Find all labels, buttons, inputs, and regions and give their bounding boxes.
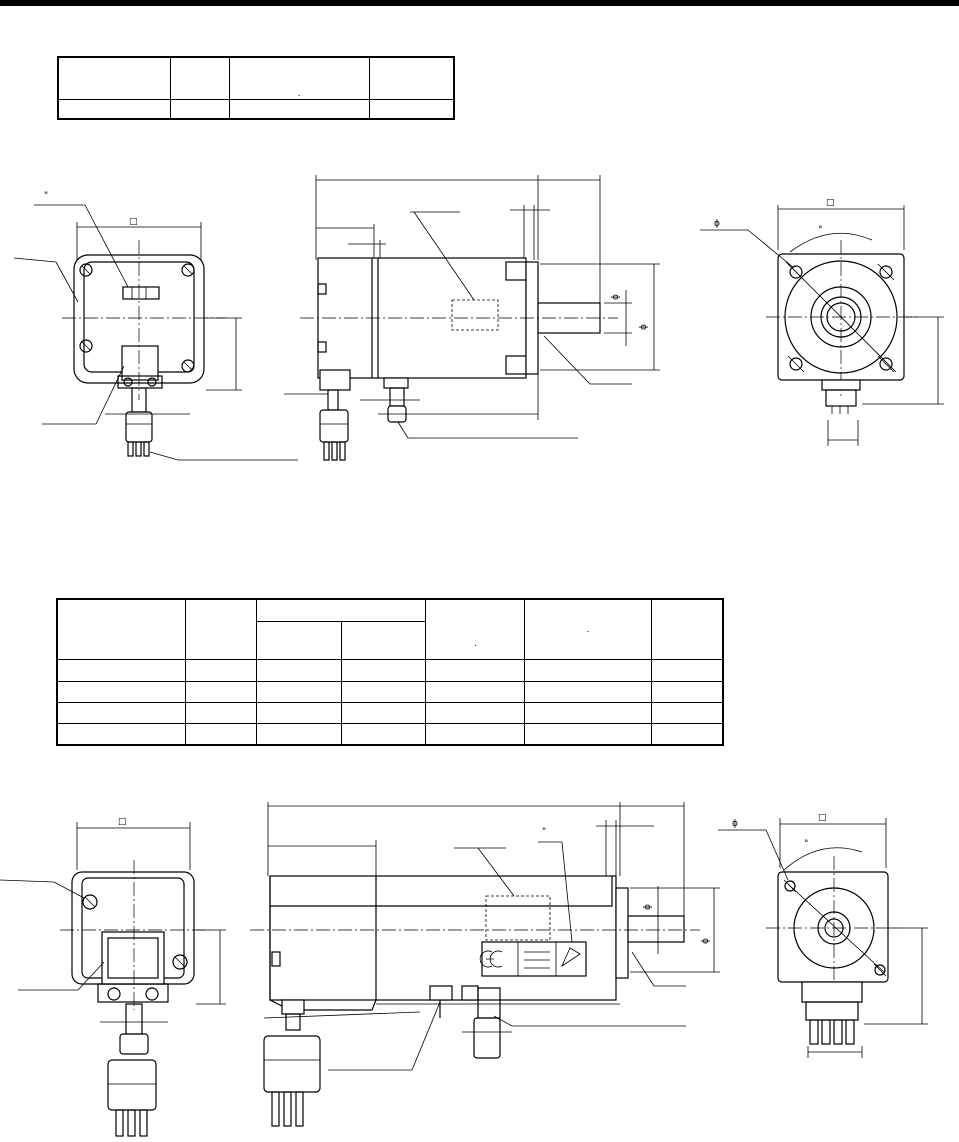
degree-symbol: ° <box>818 225 823 235</box>
phi-symbol: ϕ <box>732 819 738 829</box>
phi-symbol: ϕ <box>611 294 621 300</box>
square-symbol: □ <box>118 817 127 827</box>
degree-symbol: ° <box>804 839 809 849</box>
table1-cell <box>228 98 370 120</box>
table2-subheader-a <box>255 620 342 661</box>
table1-header-col4 <box>368 56 455 100</box>
table2-header-col6: . <box>524 598 653 661</box>
table1-cell <box>57 98 172 120</box>
upper-motor-front-view: □ ° ϕ <box>700 198 944 446</box>
table2-cell <box>184 723 257 746</box>
square-symbol: □ <box>129 217 138 227</box>
dimension-table-2: . . <box>56 598 724 746</box>
lower-motor-front-view: □ ° ϕ <box>718 813 928 1058</box>
table1-header-col2 <box>170 56 230 100</box>
table1-header-model <box>57 56 172 100</box>
dimension-table-1: . <box>57 56 455 120</box>
table1-cell <box>368 98 455 120</box>
phi-symbol: ϕ <box>643 904 653 910</box>
phi-symbol: ϕ <box>639 324 649 330</box>
phi-symbol: ϕ <box>701 938 711 944</box>
upper-motor-side-view: ϕ ϕ <box>284 175 660 461</box>
phi-symbol: ϕ <box>714 219 720 229</box>
table2-header-col5: . <box>425 598 526 661</box>
quote-mark: " <box>44 191 48 201</box>
lower-motor-side-view: " ϕ ϕ <box>250 802 720 1127</box>
square-symbol: □ <box>818 813 827 823</box>
square-symbol: □ <box>826 198 835 208</box>
table2-cell <box>425 723 526 746</box>
top-rule <box>0 0 959 6</box>
table2-header-col7 <box>651 598 724 661</box>
table2-cell <box>56 723 186 746</box>
lower-motor-rear-view: □ <box>0 817 226 1137</box>
table2-cell <box>651 723 724 746</box>
quote-mark: " <box>542 827 546 837</box>
upper-motor-rear-view: □ " <box>13 191 298 461</box>
